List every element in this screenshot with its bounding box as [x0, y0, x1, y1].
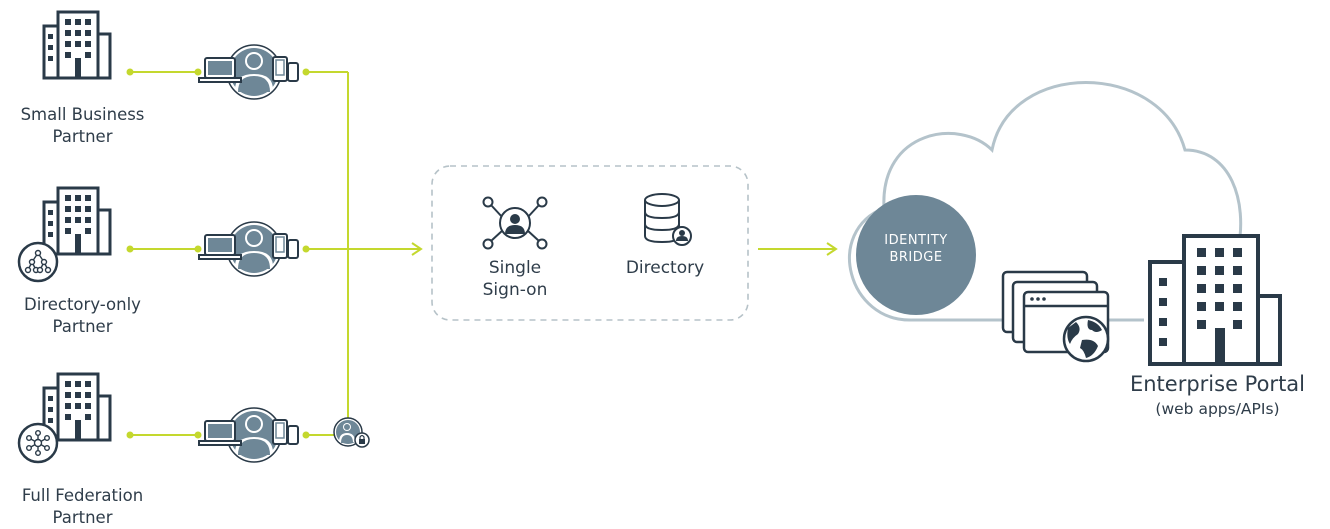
connector-dots	[126, 68, 310, 439]
federation-network-icon	[17, 422, 59, 464]
connector-lines	[130, 71, 838, 436]
small-business-building-icon	[42, 10, 112, 80]
directory-label: Directory	[625, 258, 705, 278]
directory-database-icon	[644, 193, 692, 246]
cloud-outline	[848, 81, 1243, 322]
identity-bridge-node	[856, 195, 976, 315]
single-sign-on-icon	[482, 196, 548, 250]
directory-partner-building-icon	[42, 186, 112, 256]
web-apps-windows-icon	[1001, 270, 1110, 354]
services-box	[431, 165, 749, 321]
locked-user-icon	[333, 417, 370, 448]
federation-partner-building-icon	[42, 372, 112, 442]
enterprise-portal-title: Enterprise Portal	[1129, 372, 1306, 396]
globe-icon	[1062, 315, 1110, 363]
enterprise-portal-subtitle: (web apps/APIs)	[1155, 400, 1280, 418]
directory-tree-icon	[17, 241, 59, 283]
user-devices-icon	[198, 407, 299, 463]
user-devices-icon	[198, 44, 299, 100]
enterprise-building-icon	[1148, 234, 1282, 366]
user-devices-icon	[198, 221, 299, 277]
